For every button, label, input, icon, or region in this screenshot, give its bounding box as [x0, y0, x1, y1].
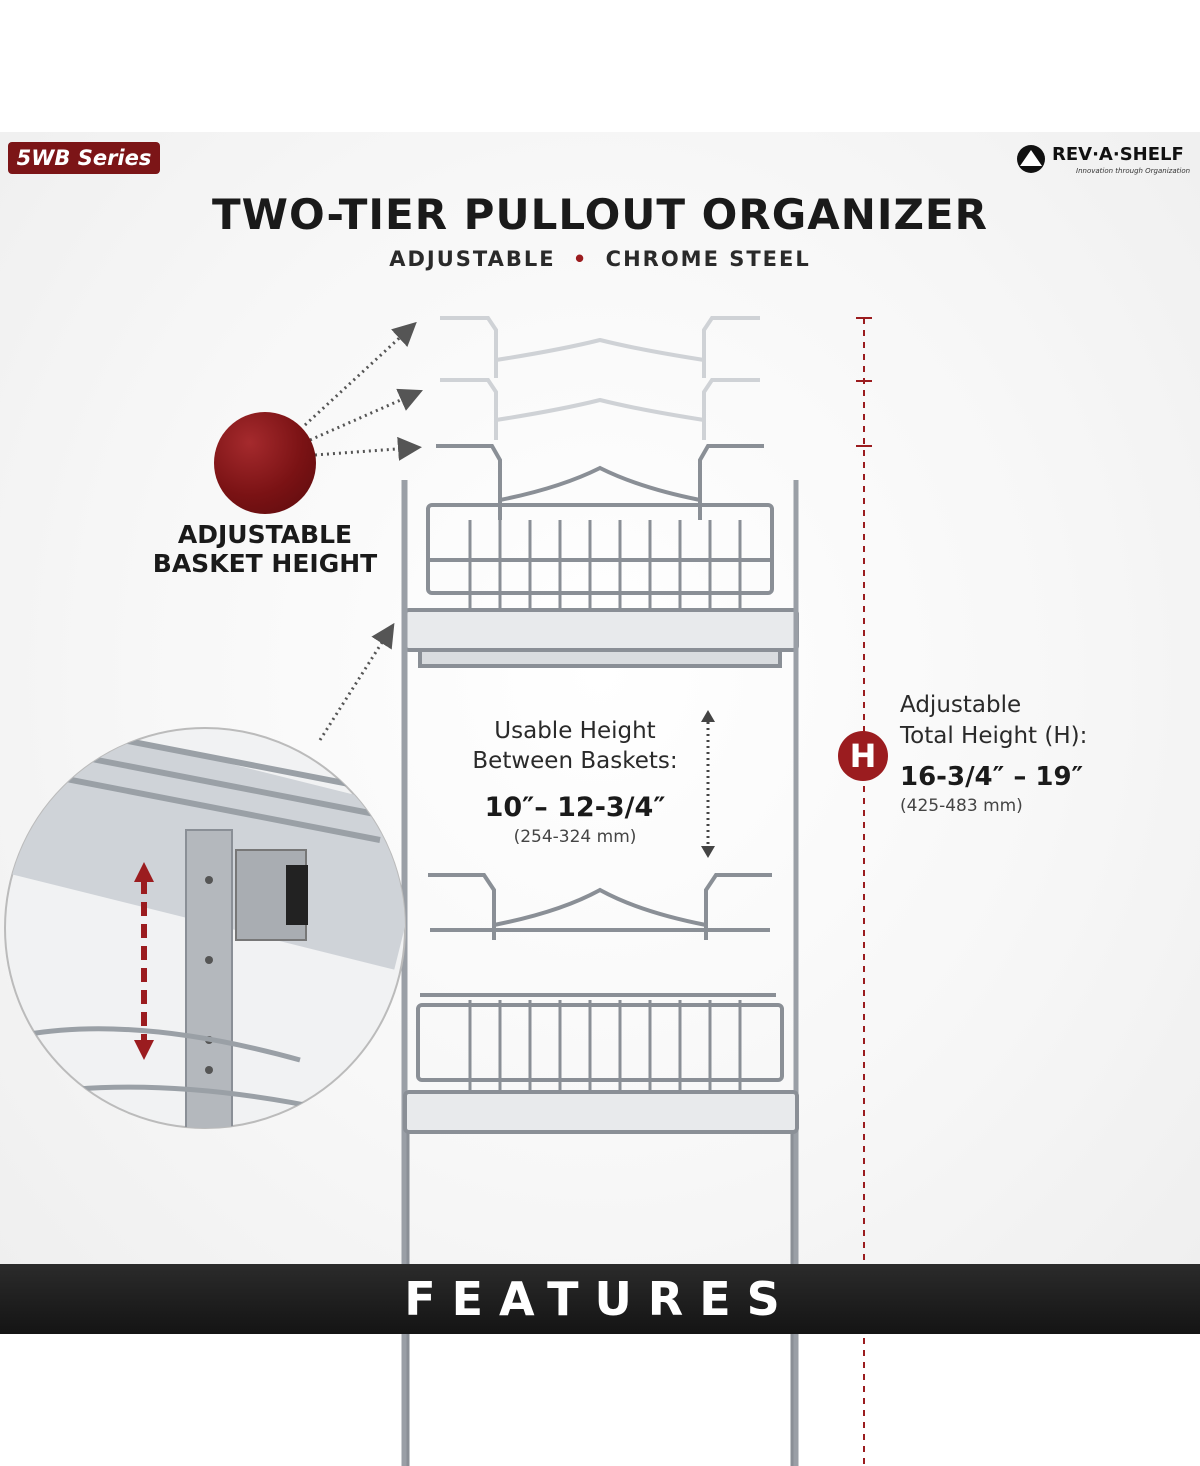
lower-basket [403, 873, 799, 1466]
features-bar [0, 1264, 1200, 1334]
page-subtitle: ADJUSTABLE • CHROME STEEL [0, 247, 1200, 271]
total-height-line2: Total Height (H): [900, 723, 1088, 749]
total-height-metric: (425-483 mm) [900, 796, 1023, 816]
brand-logo: REV·A·SHELF Innovation through Organizat… [1014, 142, 1194, 178]
subtitle-left: ADJUSTABLE [389, 247, 556, 271]
usable-height-range: 10″– 12-3/4″ [484, 792, 666, 823]
adjustable-label-line1: ADJUSTABLE [177, 520, 353, 549]
features-heading: FEATURES [404, 1272, 796, 1326]
detail-inset [4, 727, 406, 1129]
series-badge: 5WB Series [8, 142, 160, 174]
page-title: TWO-TIER PULLOUT ORGANIZER [212, 190, 988, 239]
total-height-badge: H [838, 731, 888, 781]
pointer-arrows [303, 321, 423, 741]
total-height-range: 16-3/4″ – 19″ [900, 762, 1084, 792]
brand-name: REV·A·SHELF [1052, 144, 1184, 165]
upper-basket [403, 444, 799, 668]
brand-logo-icon [1017, 145, 1045, 173]
subtitle-right: CHROME STEEL [605, 247, 811, 271]
subtitle-separator: • [572, 247, 589, 271]
usable-height-callout: Usable Height Between Baskets: 10″– 12-3… [440, 716, 710, 847]
usable-height-line1: Usable Height [494, 718, 656, 744]
ghost-baskets [440, 316, 760, 440]
total-height-line1: Adjustable [900, 692, 1022, 718]
total-height-callout: Adjustable Total Height (H): 16-3/4″ – 1… [900, 690, 1190, 816]
adjustable-label-line2: BASKET HEIGHT [152, 549, 378, 578]
brand-tagline: Innovation through Organization [1076, 167, 1191, 175]
usable-height-arrow [701, 710, 715, 858]
usable-height-line2: Between Baskets: [472, 748, 678, 774]
total-height-line [856, 317, 872, 1466]
adjustable-height-circle [214, 412, 316, 514]
usable-height-metric: (254-324 mm) [513, 827, 637, 847]
adjustable-basket-label: ADJUSTABLE BASKET HEIGHT [130, 520, 400, 578]
